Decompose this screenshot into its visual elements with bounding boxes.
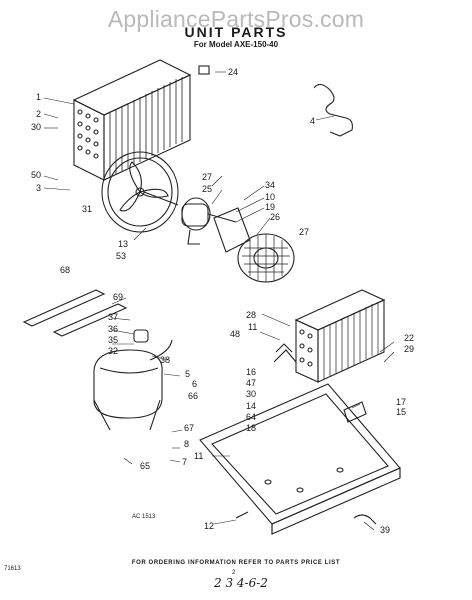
- callout-38: 38: [160, 355, 171, 365]
- callout-4: 4: [310, 116, 316, 126]
- callout-8: 8: [184, 439, 190, 449]
- callout-67: 67: [184, 423, 195, 433]
- callout-27b: 27: [299, 227, 310, 237]
- ordering-footer: FOR ORDERING INFORMATION REFER TO PARTS …: [131, 560, 341, 566]
- callout-28: 28: [246, 310, 257, 320]
- callout-1: 1: [36, 92, 42, 102]
- callout-50: 50: [31, 170, 42, 180]
- insulation-strip-1: [22, 289, 106, 327]
- capillary-tube: [313, 83, 353, 137]
- callout-29: 29: [404, 344, 415, 354]
- callout-34: 34: [265, 180, 276, 190]
- callout-27: 27: [202, 172, 213, 182]
- clip-24: [198, 65, 210, 75]
- blower-wheel: [237, 233, 295, 283]
- callout-6: 6: [192, 379, 198, 389]
- callout-11: 11: [248, 322, 258, 332]
- callout-39: 39: [380, 525, 391, 535]
- fan-motor: [181, 197, 237, 245]
- callout-5: 5: [185, 369, 191, 379]
- handwritten-note: 2 3 4-6-2: [214, 576, 268, 590]
- callout-16: 16: [246, 367, 257, 377]
- callout-22: 22: [404, 333, 415, 343]
- callout-30: 30: [31, 122, 42, 132]
- callout-53: 53: [116, 251, 127, 261]
- page-code: 71613: [4, 566, 21, 572]
- insulation-strip-2: [52, 303, 128, 337]
- callout-7: 7: [182, 457, 188, 467]
- fan-shroud: [101, 151, 179, 233]
- callout-64: 64: [246, 412, 257, 422]
- callout-68: 68: [60, 265, 71, 275]
- callout-10: 10: [265, 192, 276, 202]
- callout-30b: 30: [246, 389, 257, 399]
- diagram-code: AC 1513: [132, 514, 156, 520]
- diagram-title: UNIT PARTS: [184, 24, 288, 40]
- callout-69: 69: [113, 292, 124, 302]
- callout-13: 13: [118, 239, 129, 249]
- motor-bracket: [213, 207, 251, 253]
- evaporator-coil: [294, 289, 386, 383]
- bracket-15: [343, 401, 367, 423]
- callout-36: 36: [108, 324, 119, 334]
- callout-3: 3: [36, 183, 42, 193]
- base-pan: [199, 383, 401, 535]
- callout-19: 19: [265, 202, 276, 212]
- callout-11b: 11: [194, 451, 204, 461]
- callout-17: 17: [396, 397, 407, 407]
- tubing: [273, 343, 297, 363]
- callout-26: 26: [270, 212, 281, 222]
- page-mark: 2: [232, 570, 236, 576]
- callout-37: 37: [108, 312, 119, 322]
- callout-47: 47: [246, 378, 257, 388]
- callout-48: 48: [230, 329, 241, 339]
- watermark: AppliancePartsPros.com: [107, 6, 365, 32]
- condenser-coil: [72, 59, 192, 181]
- callout-2: 2: [36, 109, 42, 119]
- callout-12: 12: [204, 521, 215, 531]
- callout-31: 31: [82, 204, 93, 214]
- compressor: [93, 329, 173, 431]
- callout-15: 15: [396, 407, 407, 417]
- callout-32: 32: [108, 346, 119, 356]
- part-12: [235, 511, 249, 519]
- callout-65: 65: [140, 461, 151, 471]
- callout-25: 25: [202, 184, 213, 194]
- callout-24: 24: [228, 67, 239, 77]
- callout-18: 18: [246, 423, 257, 433]
- model-subtitle: For Model AXE-150-40: [193, 40, 279, 49]
- callout-66: 66: [188, 391, 199, 401]
- clip-39: [353, 514, 377, 525]
- callout-14: 14: [246, 401, 257, 411]
- callout-35: 35: [108, 335, 119, 345]
